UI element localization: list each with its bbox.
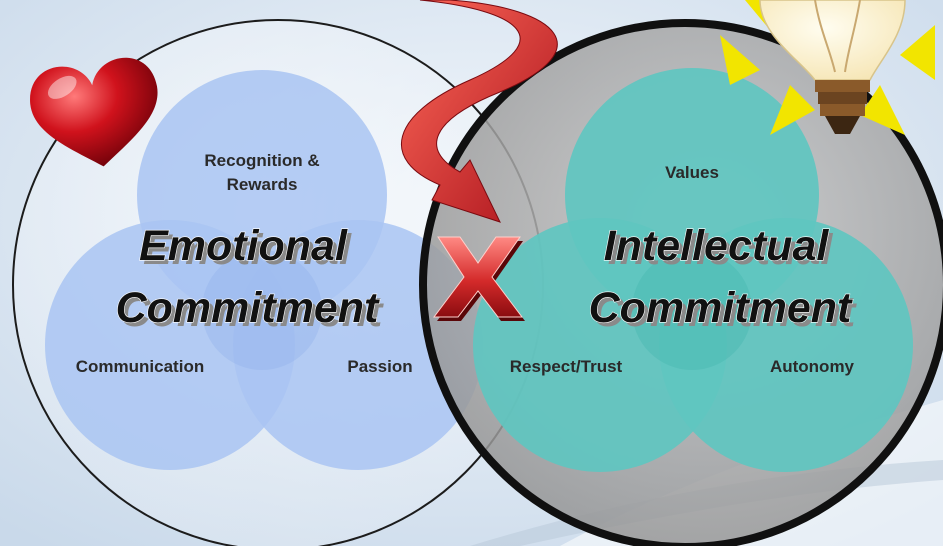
heart-icon <box>30 57 158 167</box>
intellectual-title-line1-shadow: Intellectual <box>608 226 834 274</box>
curved-arrow-icon <box>401 0 558 223</box>
communication-circle <box>45 220 295 470</box>
emotional-overlap-circle <box>202 250 322 370</box>
intellectual-overlap-circle <box>632 250 752 370</box>
lightbulb-icon <box>720 0 935 135</box>
emotional-title-line1: Emotional <box>139 222 348 270</box>
intellectual-title-line1: Intellectual <box>604 222 830 270</box>
respect-trust-label: Respect/Trust <box>510 357 623 376</box>
intellectual-title-line2-shadow: Commitment <box>593 288 857 336</box>
emotional-title-line2: Commitment <box>116 284 380 332</box>
autonomy-circle <box>659 218 913 472</box>
emotional-title-line2-shadow: Commitment <box>120 288 384 336</box>
values-label: Values <box>665 163 719 182</box>
x-mark-icon <box>433 236 525 321</box>
emotional-title-line1-shadow: Emotional <box>143 226 352 274</box>
autonomy-label: Autonomy <box>770 357 855 376</box>
intellectual-title-line2: Commitment <box>589 284 853 332</box>
passion-label: Passion <box>347 357 412 376</box>
communication-label: Communication <box>76 357 204 376</box>
recognition-label-line2: Rewards <box>227 175 298 194</box>
recognition-label-line1: Recognition & <box>204 151 319 170</box>
respect-trust-circle <box>473 218 727 472</box>
